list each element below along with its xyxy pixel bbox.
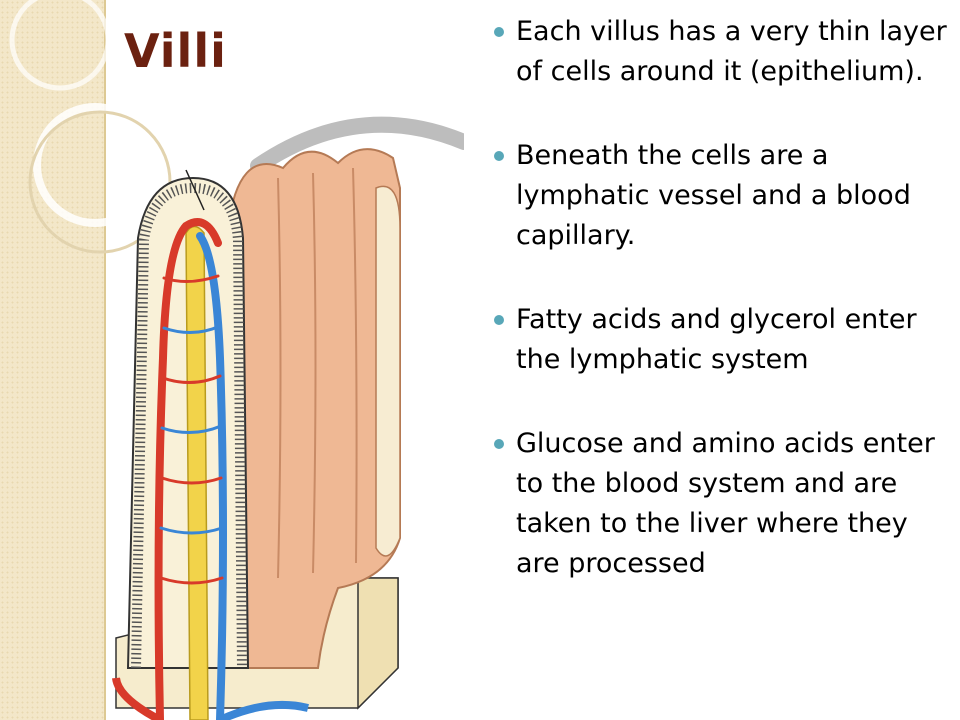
villus-diagram <box>112 116 464 720</box>
decorative-rings <box>9 0 172 254</box>
bullet-text: Fatty acids and glycerol enter the lymph… <box>516 304 917 375</box>
bullet-item: Beneath the cells are a lymphatic vessel… <box>494 136 954 256</box>
bullet-text: Glucose and amino acids enter to the blo… <box>516 428 935 579</box>
bullet-marker-icon <box>494 151 504 161</box>
lymphatic-vessel <box>185 225 209 720</box>
bullet-list: Each villus has a very thin layer of cel… <box>494 12 954 628</box>
blood-capillary-artery <box>154 218 222 720</box>
bullet-text: Beneath the cells are a lymphatic vessel… <box>516 140 911 251</box>
bullet-item: Fatty acids and glycerol enter the lymph… <box>494 300 954 380</box>
slide-title: Villi <box>124 24 227 78</box>
bullet-marker-icon <box>494 27 504 37</box>
bullet-item: Each villus has a very thin layer of cel… <box>494 12 954 92</box>
bullet-marker-icon <box>494 315 504 325</box>
blood-capillary-vein <box>196 232 227 720</box>
bullet-marker-icon <box>494 439 504 449</box>
bullet-text: Each villus has a very thin layer of cel… <box>516 16 947 87</box>
bullet-item: Glucose and amino acids enter to the blo… <box>494 424 954 584</box>
